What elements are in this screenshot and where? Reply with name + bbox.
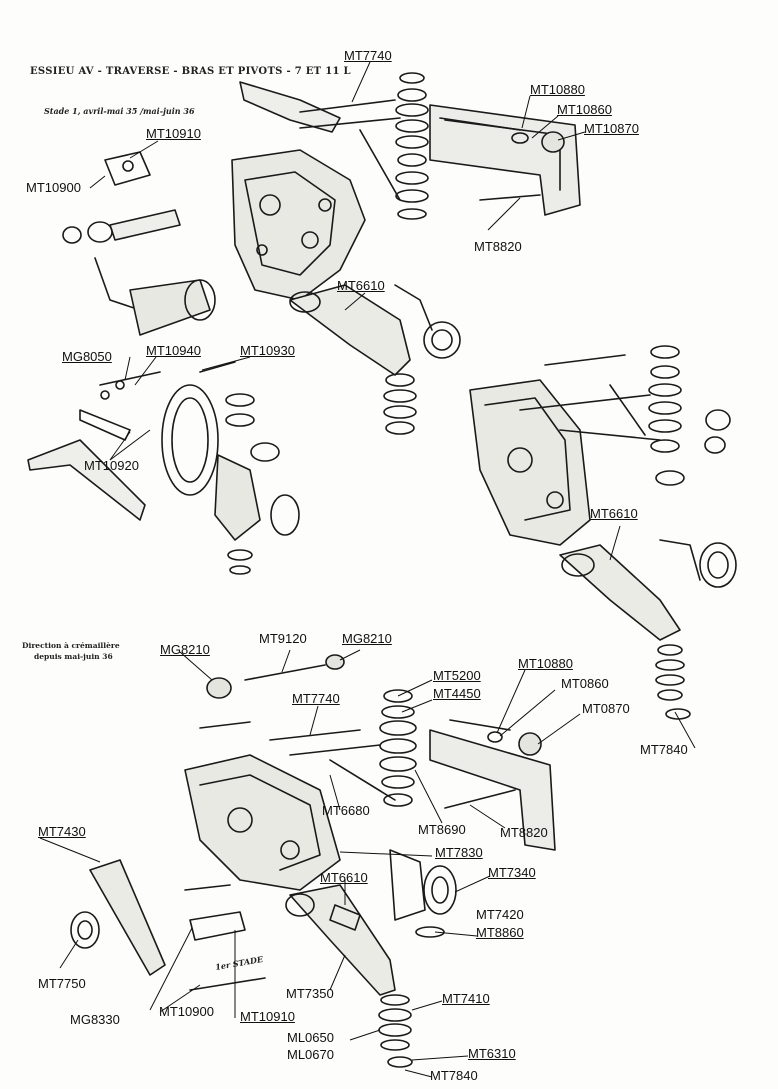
part-label-mt10860-top: MT10860	[557, 102, 612, 117]
stage1-caption: Stade 1, avril-mai 35 /mai-juin 36	[44, 106, 195, 116]
top-knuckle-ring	[161, 384, 219, 496]
part-label-mt10880-bottom: MT10880	[518, 656, 573, 671]
part-label-mt7340: MT7340	[488, 865, 536, 880]
mid-crossmember	[469, 379, 591, 546]
part-label-mt7840-mid: MT7840	[640, 742, 688, 757]
part-label-mt0860: MT0860	[561, 676, 609, 691]
part-label-mt10930: MT10930	[240, 343, 295, 358]
top-left-lever-parts	[27, 361, 236, 521]
top-crossmember-rail	[429, 104, 581, 216]
part-label-mt7410: MT7410	[442, 991, 490, 1006]
part-label-mt8860: MT8860	[476, 925, 524, 940]
part-label-mt9120: MT9120	[259, 631, 307, 646]
part-label-mt10900-bottom: MT10900	[159, 1004, 214, 1019]
part-label-mt10910-top: MT10910	[146, 126, 201, 141]
part-label-mt4450: MT4450	[433, 686, 481, 701]
part-label-mt6610-top: MT6610	[337, 278, 385, 293]
part-label-mt7750: MT7750	[38, 976, 86, 991]
part-label-mt10910-bottom: MT10910	[240, 1009, 295, 1024]
mid-tie-rods	[519, 354, 661, 441]
part-label-mt10900-top: MT10900	[26, 180, 81, 195]
part-label-mt7840-bottom: MT7840	[430, 1068, 478, 1083]
part-label-mt10870-top: MT10870	[584, 121, 639, 136]
rack-steering-caption-line1: Direction à crémaillère	[22, 641, 120, 650]
bottom-left-arm	[70, 859, 266, 991]
part-label-mt7740-top: MT7740	[344, 48, 392, 63]
top-bushings-right	[511, 131, 565, 153]
rack-steering-caption-line2: depuis mai-juin 36	[34, 652, 113, 661]
part-label-mt6680: MT6680	[322, 803, 370, 818]
part-label-mt6310: MT6310	[468, 1046, 516, 1061]
part-label-mt6610-mid: MT6610	[590, 506, 638, 521]
part-label-mt7420: MT7420	[476, 907, 524, 922]
part-label-mt8820-bottom: MT8820	[500, 825, 548, 840]
top-spring-stack	[395, 72, 429, 220]
part-label-mg8050: MG8050	[62, 349, 112, 364]
mid-spring-stack	[648, 345, 731, 486]
part-label-mt7830: MT7830	[435, 845, 483, 860]
part-label-mt7740-bottom: MT7740	[292, 691, 340, 706]
top-lower-spring	[383, 373, 417, 435]
top-stub-axle	[214, 393, 300, 575]
part-label-mt5200: MT5200	[433, 668, 481, 683]
bottom-rail	[429, 729, 556, 851]
bottom-tie-rods	[269, 719, 511, 801]
mid-pivot-arm	[559, 539, 737, 641]
part-label-mt6610-bottom: MT6610	[320, 870, 368, 885]
top-crossmember-subframe	[231, 149, 366, 301]
part-label-mt10940: MT10940	[146, 343, 201, 358]
part-label-mt0870: MT0870	[582, 701, 630, 716]
top-tie-rods	[299, 99, 521, 201]
top-left-bracket	[239, 81, 341, 133]
part-label-ml0670: ML0670	[287, 1047, 334, 1062]
bottom-hub	[389, 849, 457, 938]
part-label-mt7350: MT7350	[286, 986, 334, 1001]
sheet-title: ESSIEU AV - TRAVERSE - BRAS ET PIVOTS - …	[30, 66, 351, 77]
bottom-crossmember	[184, 754, 341, 891]
mid-lower-spring	[655, 644, 691, 720]
top-left-shaft	[62, 151, 181, 244]
part-label-mt8820-top: MT8820	[474, 239, 522, 254]
leader-lines	[39, 61, 696, 1078]
part-label-mt8690: MT8690	[418, 822, 466, 837]
bottom-rack-steering	[199, 654, 345, 729]
bottom-lower-spring	[378, 994, 413, 1068]
part-label-mg8330: MG8330	[70, 1012, 120, 1027]
part-label-mt10880-top: MT10880	[530, 82, 585, 97]
bottom-bushings-right	[487, 731, 542, 756]
top-pivot-arm	[289, 284, 461, 376]
part-label-mg8210-left: MG8210	[160, 642, 210, 657]
part-label-mg8210-right: MG8210	[342, 631, 392, 646]
bottom-spring-stack	[379, 689, 417, 807]
part-label-mt7430: MT7430	[38, 824, 86, 839]
part-label-mt10920: MT10920	[84, 458, 139, 473]
part-label-ml0650: ML0650	[287, 1030, 334, 1045]
top-steering-box	[94, 257, 216, 336]
bottom-pivot-arm	[285, 884, 396, 996]
